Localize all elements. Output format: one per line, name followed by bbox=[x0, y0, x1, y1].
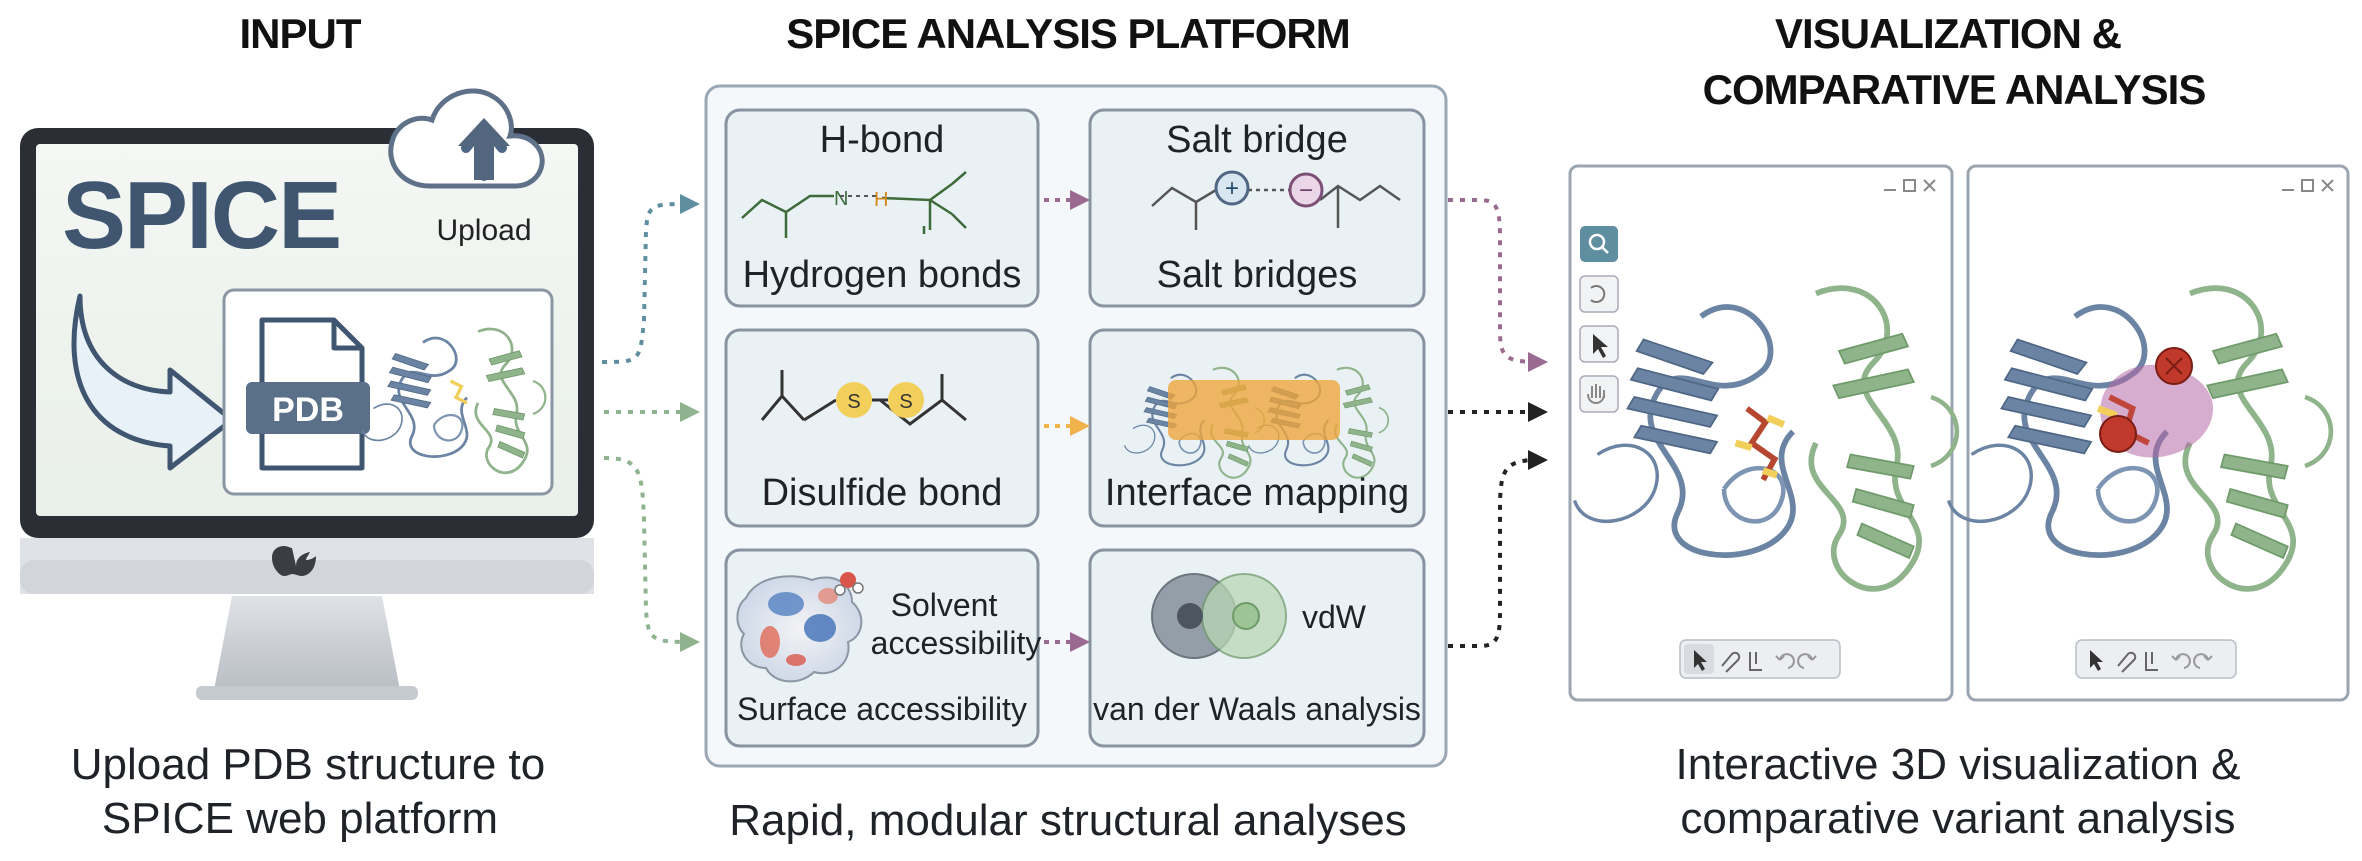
flow-arrow-saltbridge-to-viewer bbox=[1448, 198, 1548, 372]
disulfide-molecule-icon bbox=[760, 370, 967, 426]
interface-region bbox=[1168, 380, 1340, 440]
label-icon[interactable] bbox=[1749, 652, 1762, 671]
maximize-icon-variant[interactable] bbox=[2301, 179, 2314, 192]
visualization-heading-line2: COMPARATIVE ANALYSIS bbox=[1703, 66, 2206, 113]
water-molecule-icon bbox=[834, 572, 864, 596]
platform-heading: SPICE ANALYSIS PLATFORM bbox=[786, 10, 1350, 57]
hbond-top-label: H-bond bbox=[820, 119, 945, 161]
viewer-window-variant[interactable] bbox=[1949, 164, 2350, 702]
saltbridge-bottom-label: Salt bridges bbox=[1157, 254, 1358, 296]
rotate-icon bbox=[1590, 285, 1606, 303]
window-controls-variant[interactable] bbox=[2282, 179, 2334, 192]
visualization-caption-line1: Interactive 3D visualization & bbox=[1676, 740, 2241, 789]
label-icon-variant[interactable] bbox=[2145, 652, 2158, 671]
flow-arrow-vdw-to-viewer bbox=[1448, 450, 1548, 648]
protein-structure-wildtype bbox=[1575, 288, 1957, 589]
visualization-caption-line2: comparative variant analysis bbox=[1680, 794, 2235, 843]
interface-bottom-label: Interface mapping bbox=[1105, 472, 1409, 514]
monitor-stand bbox=[214, 596, 400, 690]
flow-arrow-to-solvent bbox=[603, 456, 700, 652]
sulfur-atom-1 bbox=[836, 382, 872, 418]
input-caption-line1: Upload PDB structure to bbox=[71, 740, 545, 789]
upload-label: Upload bbox=[436, 214, 531, 247]
monitor: SPICE Upload PDB bbox=[20, 88, 594, 700]
pdb-file-icon[interactable] bbox=[246, 317, 370, 471]
saltbridge-molecule-icon bbox=[1151, 184, 1401, 230]
rotate-tool-button[interactable] bbox=[1579, 275, 1619, 313]
module-interface[interactable]: Interface mapping bbox=[1088, 328, 1426, 528]
visualization-heading-line1: VISUALIZATION & bbox=[1775, 10, 2122, 57]
viewer-window-wildtype[interactable] bbox=[1568, 164, 1957, 702]
zoom-tool-button[interactable] bbox=[1580, 226, 1618, 262]
module-hbond[interactable]: H-bond N H Hydrogen bonds bbox=[724, 108, 1040, 308]
input-caption-line2: SPICE web platform bbox=[102, 794, 498, 843]
toolbar-pointer-icon-variant[interactable] bbox=[2090, 650, 2103, 671]
close-icon-variant[interactable] bbox=[2321, 179, 2334, 192]
cation-sign: + bbox=[1225, 175, 1239, 202]
sulfur-atom-2 bbox=[888, 382, 924, 418]
input-heading: INPUT bbox=[240, 10, 362, 57]
anion-icon bbox=[1288, 172, 1324, 208]
module-disulfide[interactable]: S S Disulfide bond bbox=[724, 328, 1040, 528]
solvent-bottom-label: Surface accessibility bbox=[737, 691, 1027, 727]
solvent-side-label-line2: accessibility bbox=[871, 625, 1042, 661]
viewer-bottom-toolbar-variant bbox=[2075, 639, 2237, 679]
viewer-bottom-toolbar bbox=[1679, 639, 1841, 679]
close-icon[interactable] bbox=[1923, 179, 1936, 192]
flow-arrow-to-hbond bbox=[601, 194, 700, 364]
cation-icon bbox=[1214, 170, 1250, 206]
vdw-overlap-icon bbox=[1151, 573, 1287, 659]
spice-logo: SPICE bbox=[62, 162, 340, 269]
maximize-icon[interactable] bbox=[1903, 179, 1916, 192]
disulfide-bottom-label: Disulfide bond bbox=[762, 472, 1003, 514]
hbond-molecule-icon bbox=[741, 171, 967, 238]
pdb-file-label: PDB bbox=[272, 391, 344, 429]
vdw-bottom-label: van der Waals analysis bbox=[1093, 691, 1421, 727]
pointer-icon bbox=[1593, 334, 1608, 358]
hand-icon bbox=[1587, 384, 1605, 404]
hbond-bottom-label: Hydrogen bonds bbox=[743, 254, 1022, 296]
hbond-atom-n: N bbox=[834, 188, 848, 210]
saltbridge-top-label: Salt bridge bbox=[1166, 119, 1348, 161]
anion-sign: − bbox=[1299, 177, 1313, 204]
hbond-atom-h: H bbox=[874, 189, 888, 211]
upload-cloud-icon[interactable] bbox=[388, 88, 545, 189]
drop-arrow-icon bbox=[71, 293, 235, 471]
mutation-marker-2 bbox=[2099, 415, 2137, 453]
vdw-side-label: vdW bbox=[1302, 599, 1367, 635]
surface-map-icon bbox=[736, 575, 863, 683]
window-controls[interactable] bbox=[1884, 179, 1936, 192]
measure-icon-variant[interactable] bbox=[2117, 651, 2137, 673]
sulfur-label-2: S bbox=[899, 391, 912, 413]
protein-thumbnail bbox=[361, 327, 547, 475]
zoom-icon bbox=[1588, 233, 1606, 251]
module-vdw[interactable]: vdW van der Waals analysis bbox=[1088, 548, 1426, 748]
platform-caption: Rapid, modular structural analyses bbox=[729, 796, 1406, 845]
sulfur-label-1: S bbox=[847, 391, 860, 413]
redo-icon-variant[interactable] bbox=[2193, 653, 2213, 669]
undo-icon[interactable] bbox=[1775, 653, 1795, 669]
toolbar-pointer-icon bbox=[1694, 650, 1707, 671]
undo-icon-variant[interactable] bbox=[2171, 653, 2191, 669]
solvent-side-label-line1: Solvent bbox=[891, 587, 998, 623]
measure-icon[interactable] bbox=[1721, 651, 1741, 673]
module-solvent[interactable]: Solvent accessibility Surface accessibil… bbox=[724, 548, 1042, 748]
redo-icon[interactable] bbox=[1797, 653, 1817, 669]
module-saltbridge[interactable]: Salt bridge + − Salt bridges bbox=[1088, 108, 1426, 308]
apple-logo-icon bbox=[272, 546, 316, 576]
